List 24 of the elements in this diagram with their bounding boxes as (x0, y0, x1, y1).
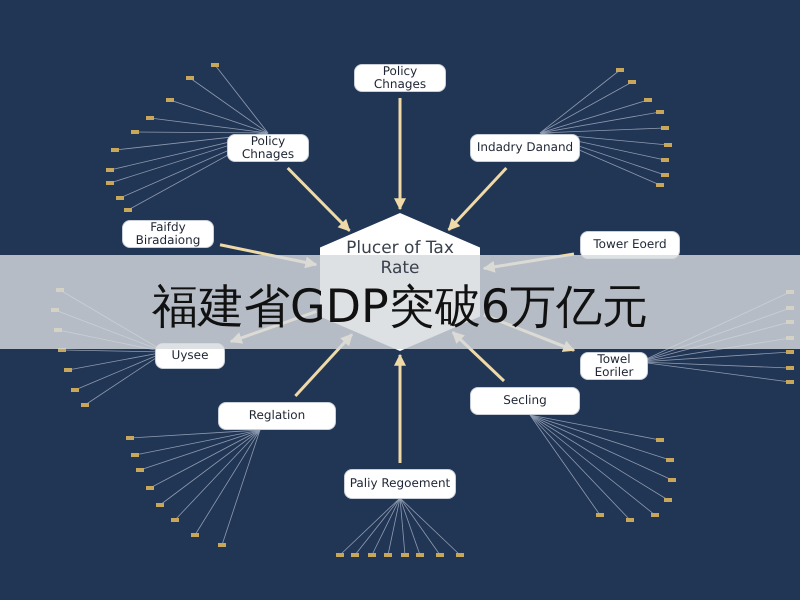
label-box (122, 220, 214, 248)
label-box (218, 402, 336, 430)
label-box (344, 469, 456, 499)
node-label: Plucer of Tax Rate (345, 239, 455, 278)
label-box (227, 134, 309, 162)
label-box (470, 387, 580, 415)
title: 福建省GDP突破6万亿元 (150, 283, 650, 329)
arrow (394, 98, 406, 210)
node-label: Indadry Danand (476, 141, 574, 155)
node-label: Policy Chnages (372, 64, 428, 92)
node-label: Faifdy Biradaiong (134, 220, 202, 248)
node-label: Towel Eoriler (594, 352, 634, 380)
arrow (394, 354, 406, 463)
node-label: Reglation (248, 409, 306, 423)
node-label: Uysee (172, 349, 208, 363)
node-label: Tower Eoerd (593, 238, 667, 252)
node-label: Policy Chnages (240, 134, 296, 162)
node-label: Paliy Regoement (350, 477, 450, 491)
label-box (580, 352, 648, 380)
node-label: Secling (503, 394, 547, 408)
arrow (286, 166, 351, 232)
arrow (448, 166, 508, 231)
label-box (470, 134, 580, 162)
label-box (354, 64, 446, 92)
